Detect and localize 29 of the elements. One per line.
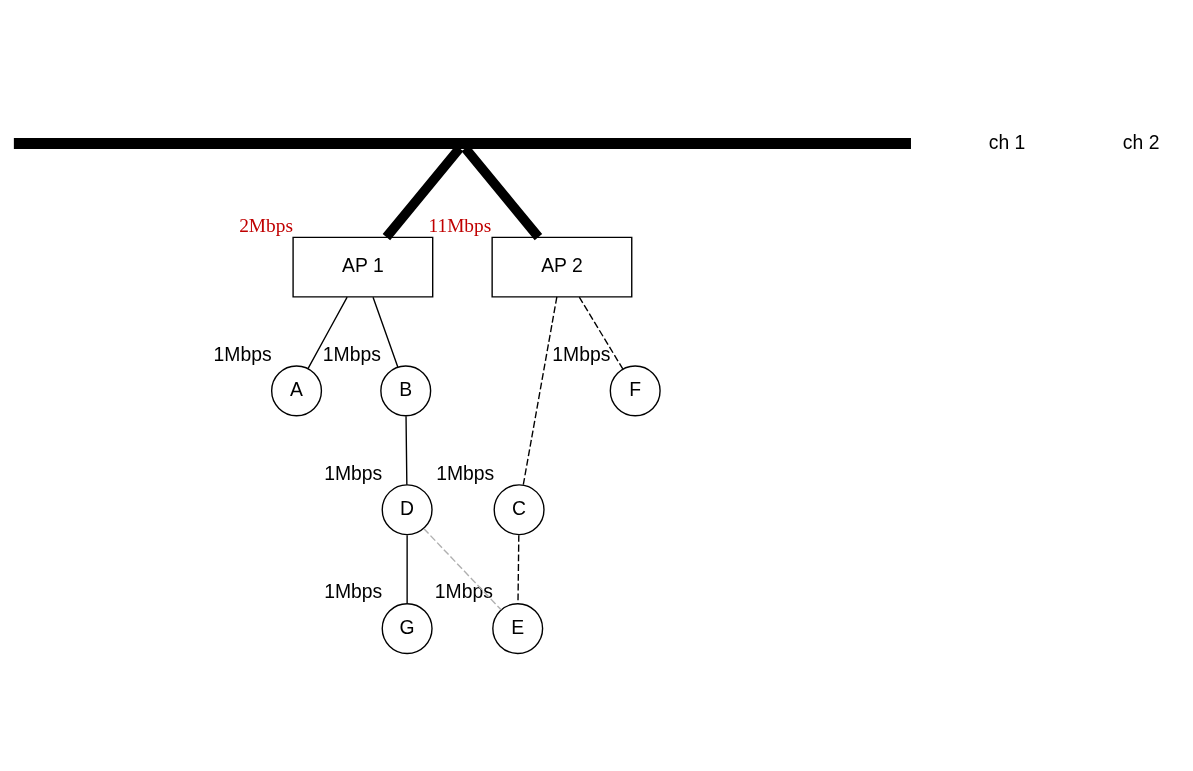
label: ch 1 <box>988 130 1026 153</box>
node-circle: D <box>381 483 433 535</box>
node-label: 11Mbps <box>428 214 492 236</box>
connector <box>406 533 408 604</box>
node-label: 1Mbps <box>322 342 381 365</box>
node-bar <box>13 137 911 149</box>
connector <box>405 415 408 485</box>
connector <box>307 296 348 369</box>
node-box: AP 1 <box>292 236 434 298</box>
node-label: 1Mbps <box>324 579 383 602</box>
node-label: 1Mbps <box>434 579 493 602</box>
node-circle: B <box>380 364 432 416</box>
connector <box>578 296 624 370</box>
node-label: 1Mbps <box>436 461 495 484</box>
node-label: 2Mbps <box>239 214 293 236</box>
node-circle: A <box>270 364 323 416</box>
label: ch 2 <box>1122 130 1160 153</box>
node-box: AP 2 <box>491 236 633 298</box>
node-label: 1Mbps <box>552 342 611 365</box>
connector <box>372 296 399 368</box>
node-label: 1Mbps <box>324 461 383 484</box>
connector <box>522 295 558 486</box>
node-circle: F <box>609 364 661 416</box>
node-circle: E <box>492 602 544 654</box>
node-circle: G <box>381 602 433 654</box>
node-label: 1Mbps <box>213 342 272 365</box>
connector <box>517 533 520 604</box>
node-circle: C <box>493 483 545 535</box>
connector <box>423 527 502 610</box>
